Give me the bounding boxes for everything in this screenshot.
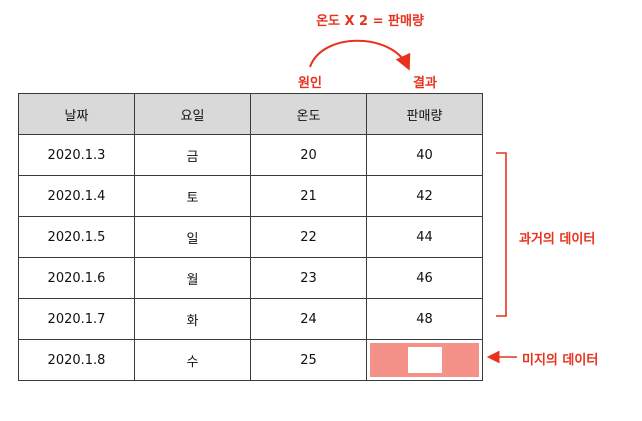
cell-temperature: 25 bbox=[250, 339, 367, 381]
cell-date: 2020.1.8 bbox=[18, 339, 135, 381]
cell-temperature: 24 bbox=[250, 298, 367, 340]
header-sales: 판매량 bbox=[366, 93, 483, 135]
cell-sales: 48 bbox=[366, 298, 483, 340]
formula-title: 온도 X 2 = 판매량 bbox=[316, 14, 424, 29]
cell-sales-missing bbox=[366, 339, 483, 381]
cell-sales: 42 bbox=[366, 175, 483, 217]
cell-weekday: 금 bbox=[134, 134, 251, 176]
cell-sales: 44 bbox=[366, 216, 483, 258]
cause-to-result-arrow bbox=[309, 39, 411, 71]
cell-weekday: 화 bbox=[134, 298, 251, 340]
cell-sales: 40 bbox=[366, 134, 483, 176]
cell-temperature: 23 bbox=[250, 257, 367, 299]
past-data-bracket bbox=[496, 152, 507, 317]
table-row: 2020.1.6 월 23 46 bbox=[18, 257, 483, 299]
table-row: 2020.1.5 일 22 44 bbox=[18, 216, 483, 258]
cell-weekday: 일 bbox=[134, 216, 251, 258]
cell-date: 2020.1.3 bbox=[18, 134, 135, 176]
header-weekday: 요일 bbox=[134, 93, 251, 135]
table-header-row: 날짜 요일 온도 판매량 bbox=[18, 93, 483, 135]
cell-temperature: 20 bbox=[250, 134, 367, 176]
cell-temperature: 22 bbox=[250, 216, 367, 258]
table-row: 2020.1.7 화 24 48 bbox=[18, 298, 483, 340]
cell-sales: 46 bbox=[366, 257, 483, 299]
cell-weekday: 월 bbox=[134, 257, 251, 299]
cell-weekday: 수 bbox=[134, 339, 251, 381]
cell-date: 2020.1.6 bbox=[18, 257, 135, 299]
table-row: 2020.1.4 토 21 42 bbox=[18, 175, 483, 217]
table-row-unknown: 2020.1.8 수 25 bbox=[18, 339, 483, 381]
cause-label: 원인 bbox=[298, 76, 322, 91]
cell-temperature: 21 bbox=[250, 175, 367, 217]
result-label: 결과 bbox=[413, 76, 437, 91]
unknown-data-label: 미지의 데이터 bbox=[522, 353, 599, 368]
missing-value-highlight bbox=[370, 343, 479, 377]
table-row: 2020.1.3 금 20 40 bbox=[18, 134, 483, 176]
cell-date: 2020.1.7 bbox=[18, 298, 135, 340]
cell-weekday: 토 bbox=[134, 175, 251, 217]
header-temperature: 온도 bbox=[250, 93, 367, 135]
cell-date: 2020.1.4 bbox=[18, 175, 135, 217]
cell-date: 2020.1.5 bbox=[18, 216, 135, 258]
sales-table: 날짜 요일 온도 판매량 2020.1.3 금 20 40 2020.1.4 토… bbox=[18, 93, 483, 381]
blank-value-box bbox=[407, 347, 442, 373]
past-data-label: 과거의 데이터 bbox=[519, 232, 596, 247]
header-date: 날짜 bbox=[18, 93, 135, 135]
